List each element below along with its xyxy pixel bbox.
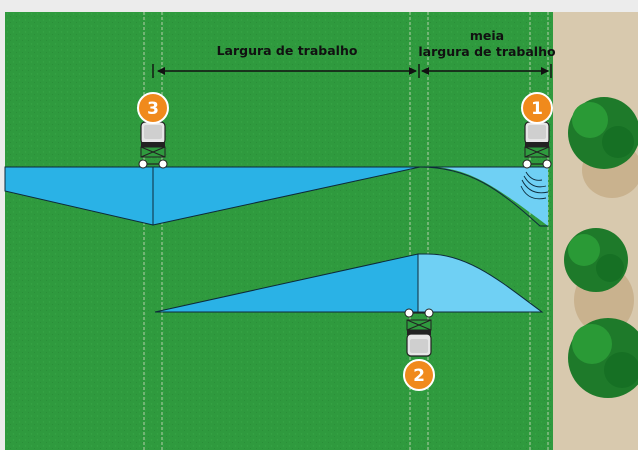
half-width-label-line2: largura de trabalho (418, 44, 556, 59)
badge-1: 1 (521, 92, 553, 124)
tree-bottom-icon (568, 318, 638, 398)
badge-3-label: 3 (147, 99, 159, 119)
dimension-lines (152, 64, 552, 78)
spread-pattern-lower (154, 253, 544, 313)
badge-2-label: 2 (413, 366, 425, 386)
badge-3: 3 (137, 92, 169, 124)
tractor-3 (138, 121, 168, 169)
badge-2: 2 (403, 359, 435, 391)
half-width-label-line1: meia (470, 28, 504, 43)
tractor-1 (522, 121, 552, 169)
spread-pattern-upper (4, 166, 548, 227)
border-deflector-icon (520, 171, 549, 200)
badge-1-label: 1 (531, 99, 543, 119)
spread-border-edge (419, 166, 548, 227)
spread-border-fill (420, 167, 548, 226)
spread-lower-border (417, 253, 544, 313)
tree-middle-icon (564, 228, 634, 334)
field (5, 12, 553, 450)
tree-top-icon (568, 97, 638, 198)
working-width-label: Largura de trabalho (217, 43, 358, 58)
tractor-2 (404, 308, 434, 357)
